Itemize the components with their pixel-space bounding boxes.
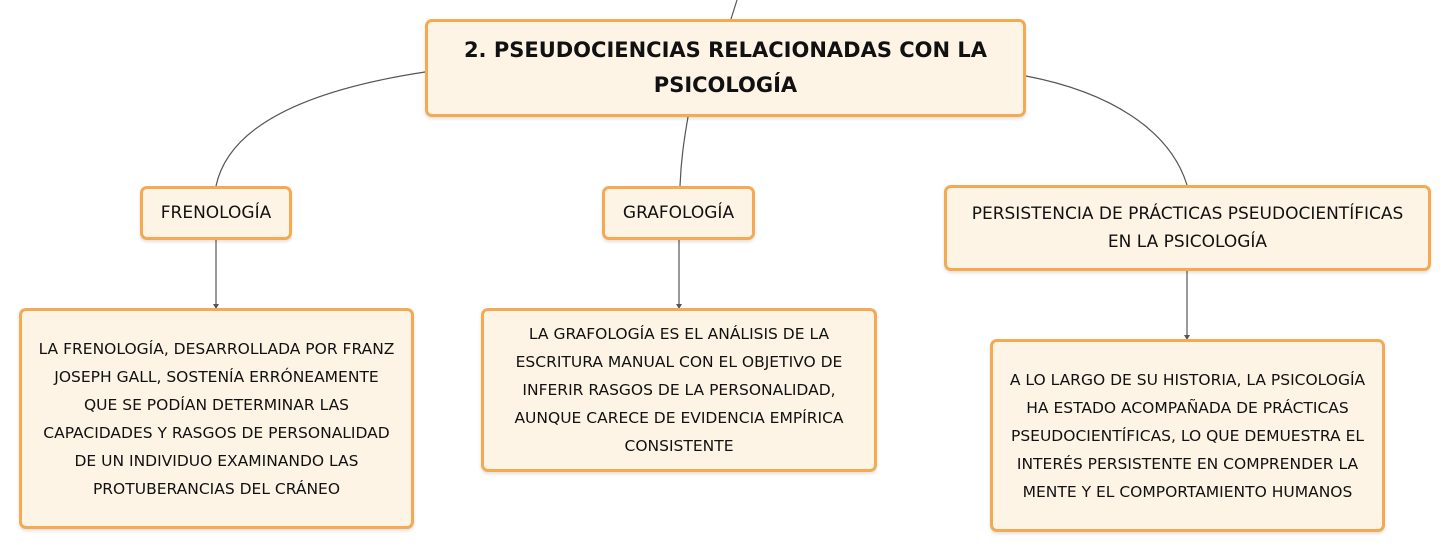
detail-line: MENTE Y EL COMPORTAMIENTO HUMANOS xyxy=(1022,482,1353,501)
root-node[interactable]: 2. PSEUDOCIENCIAS RELACIONADAS CON LA PS… xyxy=(425,19,1026,117)
detail-line: CONSISTENTE xyxy=(624,437,734,455)
detail-line: AUNQUE CARECE DE EVIDENCIA EMPÍRICA xyxy=(514,409,844,427)
detail-line: INTERÉS PERSISTENTE EN COMPRENDER LA xyxy=(1016,454,1359,473)
arrow-grafologia-detail xyxy=(676,304,682,309)
detail-line: LA GRAFOLOGÍA ES EL ANÁLISIS DE LA xyxy=(528,325,830,343)
detail-line: DE UN INDIVIDUO EXAMINANDO LAS xyxy=(74,451,359,470)
detail-line: INFERIR RASGOS DE LA PERSONALIDAD, xyxy=(522,381,836,399)
detail-text: LA GRAFOLOGÍA ES EL ANÁLISIS DE LA ESCRI… xyxy=(514,320,843,460)
detail-text: A LO LARGO DE SU HISTORIA, LA PSICOLOGÍA… xyxy=(1010,366,1365,506)
detail-line: JOSEPH GALL, SOSTENÍA ERRÓNEAMENTE xyxy=(54,367,379,386)
detail-node-grafologia[interactable]: LA GRAFOLOGÍA ES EL ANÁLISIS DE LA ESCRI… xyxy=(481,308,877,472)
detail-node-frenologia[interactable]: LA FRENOLOGÍA, DESARROLLADA POR FRANZ JO… xyxy=(19,308,414,529)
topic-label: PERSISTENCIA DE PRÁCTICAS PSEUDOCIENTÍFI… xyxy=(972,200,1404,256)
detail-line: CAPACIDADES Y RASGOS DE PERSONALIDAD xyxy=(43,423,390,442)
topic-label-line: PERSISTENCIA DE PRÁCTICAS PSEUDOCIENTÍFI… xyxy=(971,204,1404,224)
topic-label-line: EN LA PSICOLOGÍA xyxy=(1107,232,1268,252)
root-title-line: PSICOLOGÍA xyxy=(653,73,798,97)
detail-node-persistencia[interactable]: A LO LARGO DE SU HISTORIA, LA PSICOLOGÍA… xyxy=(990,339,1385,532)
topic-label: FRENOLOGÍA xyxy=(160,203,272,223)
detail-text: LA FRENOLOGÍA, DESARROLLADA POR FRANZ JO… xyxy=(39,335,395,503)
detail-line: PSEUDOCIENTÍFICAS, LO QUE DEMUESTRA EL xyxy=(1010,426,1364,445)
detail-line: QUE SE PODÍAN DETERMINAR LAS xyxy=(83,395,350,414)
topic-node-frenologia[interactable]: FRENOLOGÍA xyxy=(140,186,292,240)
connector-root-to-frenologia xyxy=(215,71,426,187)
detail-line: A LO LARGO DE SU HISTORIA, LA PSICOLOGÍA xyxy=(1009,370,1366,389)
connector-root-to-persistencia xyxy=(1025,75,1188,186)
connector-root-to-grafologia xyxy=(679,116,689,187)
arrow-frenologia-detail xyxy=(213,304,219,309)
topic-node-persistencia[interactable]: PERSISTENCIA DE PRÁCTICAS PSEUDOCIENTÍFI… xyxy=(944,185,1431,271)
topic-node-grafologia[interactable]: GRAFOLOGÍA xyxy=(602,186,755,240)
detail-line: PROTUBERANCIAS DEL CRÁNEO xyxy=(92,479,341,498)
connector-parent-to-root xyxy=(730,0,738,20)
root-title-line: 2. PSEUDOCIENCIAS RELACIONADAS CON LA xyxy=(463,38,988,62)
topic-label: GRAFOLOGÍA xyxy=(622,203,735,223)
arrow-persistencia-detail xyxy=(1184,335,1190,340)
detail-line: LA FRENOLOGÍA, DESARROLLADA POR FRANZ xyxy=(38,339,395,358)
detail-line: HA ESTADO ACOMPAÑADA DE PRÁCTICAS xyxy=(1026,398,1349,417)
detail-line: ESCRITURA MANUAL CON EL OBJETIVO DE xyxy=(515,353,843,371)
root-title: 2. PSEUDOCIENCIAS RELACIONADAS CON LA PS… xyxy=(464,33,987,103)
